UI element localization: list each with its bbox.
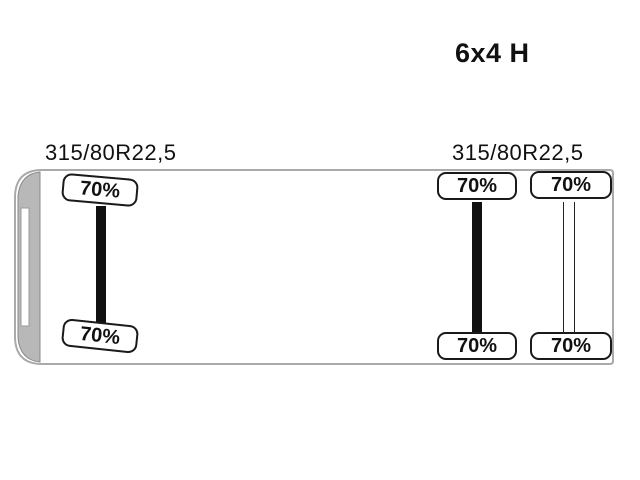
vehicle-chassis [12,168,614,366]
front-tire-size: 315/80R22,5 [45,140,177,165]
front-axle [96,206,106,332]
tag-right-tire: 70% [530,332,612,360]
chassis-outline [14,169,614,365]
rear-tire-size: 315/80R22,5 [452,140,584,165]
config-title: 6x4 H [455,38,530,68]
cab-windshield [20,207,30,327]
drive-axle [472,202,482,332]
tag-left-tire: 70% [530,171,612,199]
chassis-frame [14,169,614,365]
tag-axle [563,202,575,332]
drive-left-tire: 70% [437,172,517,200]
drive-right-tire: 70% [437,332,517,360]
